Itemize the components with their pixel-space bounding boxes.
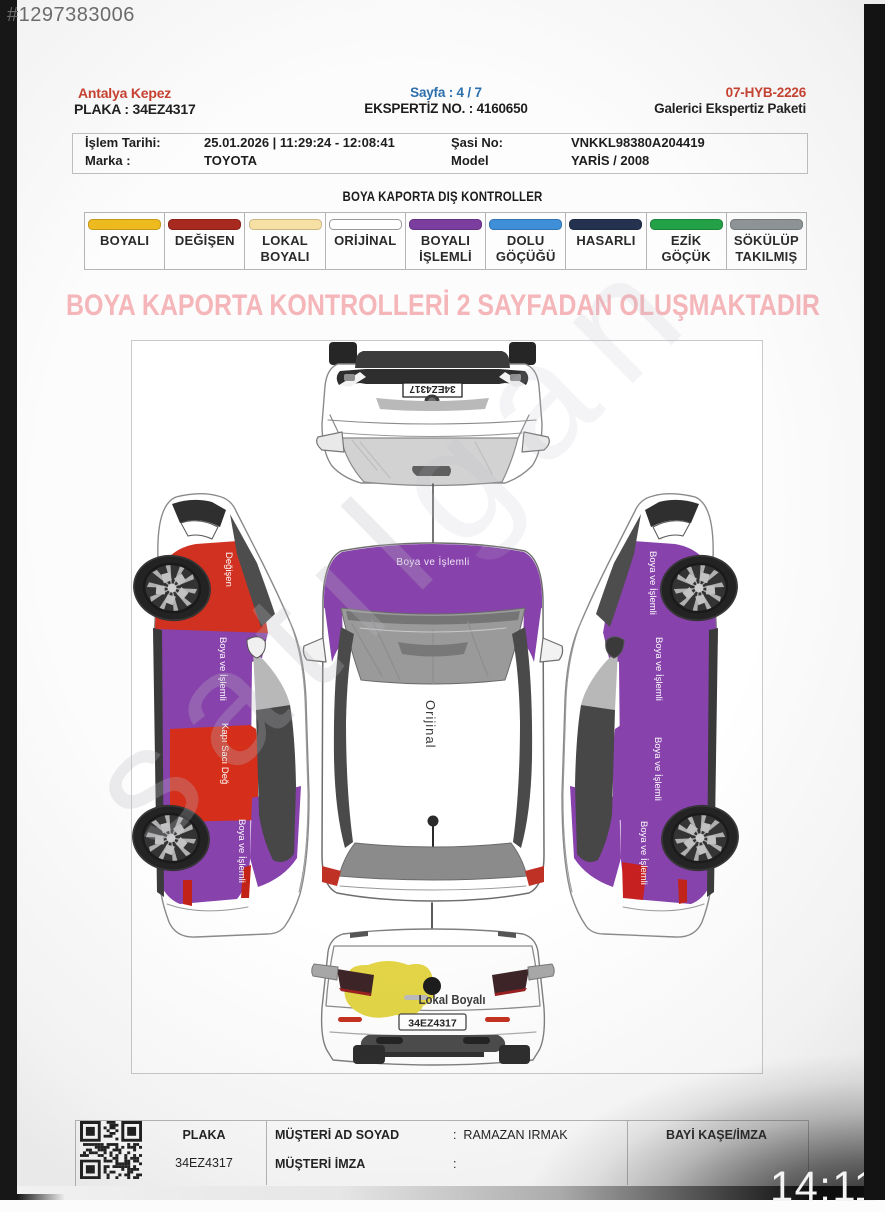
svg-text:Boya ve İşlemli: Boya ve İşlemli <box>652 737 663 801</box>
svg-text:Kapı Sacı Değ: Kapı Sacı Değ <box>219 723 230 784</box>
svg-text:Boya ve İşlemli: Boya ve İşlemli <box>638 821 649 885</box>
svg-text:Boya ve İşlemli: Boya ve İşlemli <box>396 555 469 568</box>
svg-text:Değişen: Değişen <box>223 552 234 587</box>
svg-text:Boya ve İşlemli: Boya ve İşlemli <box>236 819 247 883</box>
svg-text:Boya ve İşlemli: Boya ve İşlemli <box>217 637 228 701</box>
svg-text:Boya ve İşlemli: Boya ve İşlemli <box>653 637 664 701</box>
svg-text:Boya ve İşlemli: Boya ve İşlemli <box>647 551 658 615</box>
svg-text:Orijinal: Orijinal <box>423 700 438 748</box>
svg-text:34EZ4317: 34EZ4317 <box>409 383 456 394</box>
svg-text:Lokal Boyalı: Lokal Boyalı <box>419 993 486 1007</box>
